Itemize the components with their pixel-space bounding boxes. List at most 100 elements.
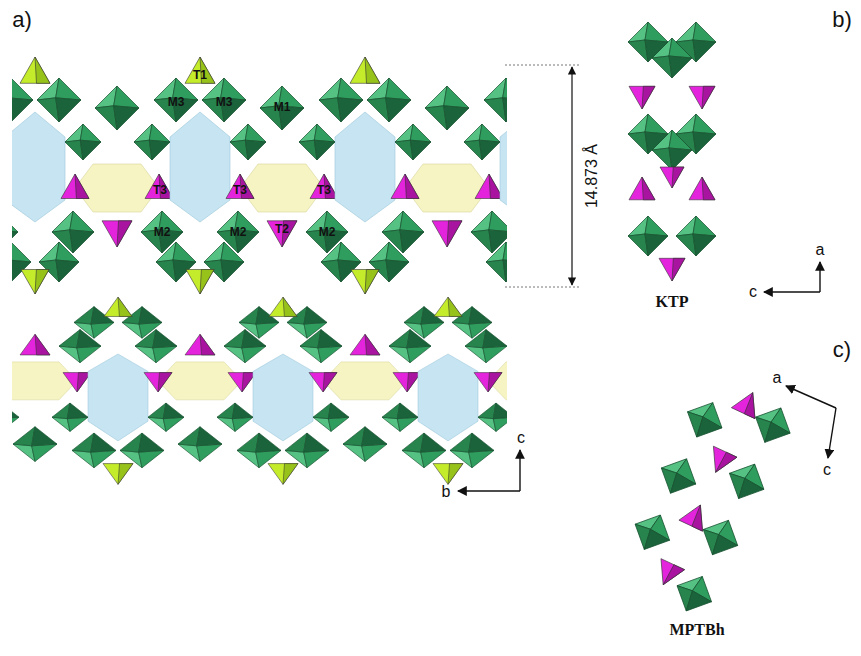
tetrahedron-face [283,464,298,485]
tetrahedron [393,373,421,392]
tetrahedron [475,174,503,199]
tetrahedron [21,270,49,295]
octahedron-face [444,106,469,130]
axis-label: c [517,430,525,446]
octahedron [285,433,329,468]
tetrahedron-face [474,373,502,392]
octahedron [389,330,431,363]
site-label: T2 [275,223,289,235]
octahedron-face [319,98,341,122]
tetrahedron-face [716,452,737,478]
axis-arrow [786,386,836,408]
octahedron [669,568,719,618]
tetrahedron-face [323,373,337,392]
octahedron-face [135,330,156,348]
octahedron-face [237,433,259,452]
tetrahedron-face [629,177,655,200]
octahedron-face [386,78,411,100]
octahedron-face [56,98,81,122]
octahedron-face [693,114,716,134]
tetrahedron-face [103,464,133,485]
channel-blue [500,112,507,222]
octahedron-face [72,433,94,452]
tetrahedron [629,86,655,109]
tetrahedron [351,270,379,295]
octahedron-face [676,234,696,256]
site-label: M2 [319,226,336,238]
octahedron-face [410,140,431,160]
tetrahedron-face [642,177,655,200]
tetrahedron [731,387,764,419]
octahedron [627,507,677,557]
tetrahedron-face [391,174,419,199]
octahedron [679,395,729,445]
octahedron [59,330,101,363]
octahedron-face [397,417,418,431]
layer-group [12,57,507,484]
octahedron-face [478,403,496,419]
octahedron-face [242,330,266,348]
octahedron-face [628,132,648,154]
tetrahedron-face [731,387,764,419]
octahedron [464,124,500,160]
octahedron [319,78,363,122]
octahedron [224,330,266,363]
octahedron-face [56,78,81,100]
octahedron-face [52,403,70,419]
octahedron-face [156,260,176,282]
tetrahedron [350,334,380,355]
octahedron-face [652,56,672,78]
octahedron-face [645,132,668,154]
tetrahedron-face [200,334,215,355]
octahedron-face [12,330,13,348]
octahedron-face [134,140,152,160]
site-label: T1 [193,69,207,81]
tetrahedron-face [35,270,49,295]
octahedron-face [153,346,177,363]
octahedron [217,211,259,253]
channel-blue [12,112,65,222]
octahedron-face [465,330,486,348]
octahedron [653,451,703,501]
octahedron-face [386,98,411,122]
octahedron [52,211,94,253]
tetrahedron [267,221,297,247]
tetrahedron [474,373,502,392]
octahedron-face [163,403,184,419]
axis-label: c [823,462,831,478]
octahedron-face [230,140,248,160]
octahedron-face [382,403,400,419]
tetrahedron-face [350,57,380,83]
tetrahedron-face [20,57,50,83]
octahedron-face [421,433,446,452]
octahedron-face [59,330,80,348]
octahedron-face [645,40,668,62]
octahedron-face [479,140,500,160]
octahedron-face [693,40,716,62]
tetrahedron [103,464,133,485]
octahedron [676,216,716,256]
octahedron [260,86,304,130]
tetrahedron [350,57,380,83]
tetrahedron [651,559,684,591]
tetrahedron [61,174,89,199]
tetrahedron-face [117,221,132,247]
octahedron-face [80,140,101,160]
octahedron [628,22,668,62]
octahedron-face [32,444,57,461]
octahedron-face [232,403,253,419]
tetrahedron [679,499,712,531]
octahedron-face [12,211,18,232]
octahedron-face [80,124,101,142]
octahedron-face [304,307,327,324]
tetrahedron-face [702,86,715,109]
tetrahedron [185,334,215,355]
octahedron [13,427,57,462]
octahedron-face [645,234,668,256]
octahedron [217,403,253,431]
octahedron-face [328,403,349,419]
tetrahedron-face [642,86,655,109]
tetrahedron-face [35,334,50,355]
tetrahedron [310,174,338,199]
